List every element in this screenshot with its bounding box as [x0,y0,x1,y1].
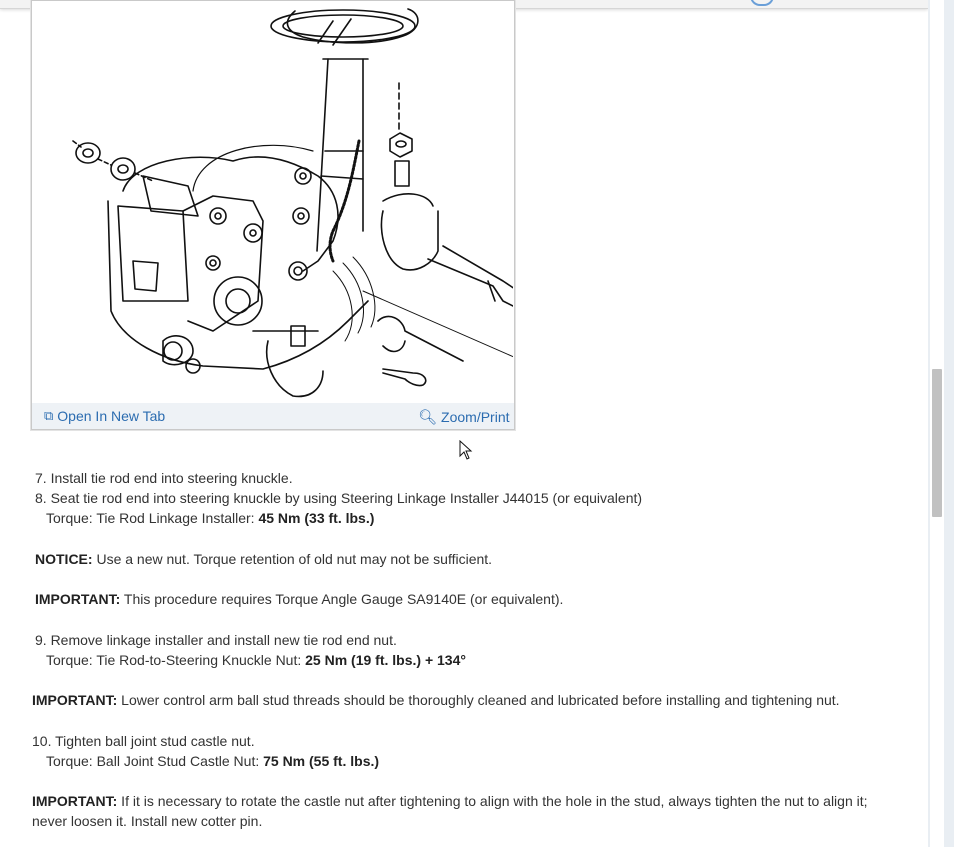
torque-label: Torque: Tie Rod Linkage Installer: [46,510,259,526]
procedure-text: 7. Install tie rod end into steering knu… [32,468,912,831]
important-label: IMPORTANT: [32,793,118,809]
step-8-torque: Torque: Tie Rod Linkage Installer: 45 Nm… [32,508,912,528]
notice-text: Use a new nut. Torque retention of old n… [92,550,493,567]
step-10-torque: Torque: Ball Joint Stud Castle Nut: 75 N… [32,751,912,771]
zoom-print-label: Zoom/Print [441,409,510,425]
important-label: IMPORTANT: [35,591,121,607]
diagram-figure: ⧉ Open In New Tab 🔍︎ Zoom/Print [31,0,515,430]
important-note-1: IMPORTANT: This procedure requires Torqu… [32,589,912,609]
step-9-torque: Torque: Tie Rod-to-Steering Knuckle Nut:… [32,650,912,670]
torque-label: Torque: Tie Rod-to-Steering Knuckle Nut: [46,651,306,668]
step-10: 10. Tighten ball joint stud castle nut. [32,732,255,749]
notice-label: NOTICE: [35,550,93,567]
torque-value: 45 Nm (33 ft. lbs.) [258,510,375,526]
step-7: 7. Install tie rod end into steering knu… [35,470,293,486]
zoom-magnifier-icon: 🔍︎ [418,409,438,426]
important-note-3: IMPORTANT: If it is necessary to rotate … [32,791,912,811]
open-in-new-tab-link[interactable]: ⧉ Open In New Tab [44,408,165,424]
document-page: ⧉ Open In New Tab 🔍︎ Zoom/Print 7. Insta… [0,0,928,847]
zoom-print-link[interactable]: 🔍︎ Zoom/Print [418,408,510,426]
toolbar-round-icon[interactable] [750,0,774,6]
important-note-2: IMPORTANT: Lower control arm ball stud t… [32,690,912,710]
torque-value: 25 Nm (19 ft. lbs.) + 134° [305,651,466,668]
step-9: 9. Remove linkage installer and install … [35,631,397,648]
important-label: IMPORTANT: [32,692,118,708]
important-note-3-continued: never loosen it. Install new cotter pin. [32,813,263,829]
scrollbar-thumb[interactable] [932,369,942,517]
mouse-cursor-icon [459,440,473,460]
torque-label: Torque: Ball Joint Stud Castle Nut: [46,752,264,769]
vertical-scrollbar[interactable] [928,0,954,847]
important-text: Lower control arm ball stud threads shou… [117,692,840,708]
open-in-new-tab-icon: ⧉ [44,408,54,423]
notice: NOTICE: Use a new nut. Torque retention … [32,549,912,569]
figure-toolbar: ⧉ Open In New Tab 🔍︎ Zoom/Print [32,403,514,429]
open-in-new-tab-label: Open In New Tab [57,408,166,424]
steering-knuckle-diagram[interactable] [33,1,513,401]
step-8: 8. Seat tie rod end into steering knuckl… [35,490,643,506]
important-text: If it is necessary to rotate the castle … [117,793,868,809]
important-text: This procedure requires Torque Angle Gau… [120,591,564,607]
torque-value: 75 Nm (55 ft. lbs.) [263,752,380,769]
